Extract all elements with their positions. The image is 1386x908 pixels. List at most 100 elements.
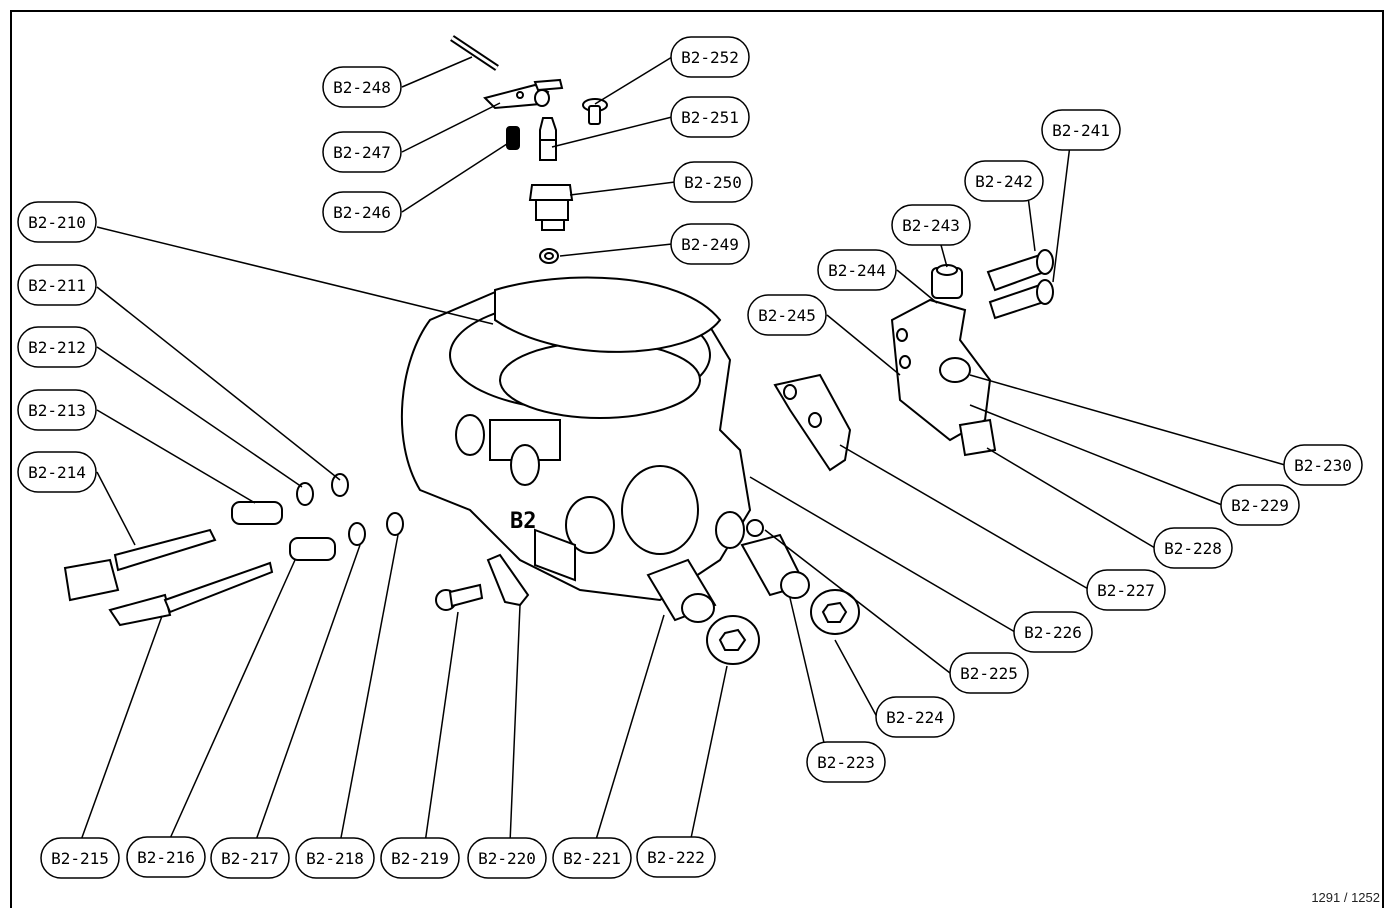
callout-label: B2-226 — [1024, 623, 1082, 642]
part-needle-valve — [539, 117, 557, 161]
callout-bubble — [1086, 569, 1166, 611]
cropped-header — [0, 0, 1386, 11]
callout-bubble — [40, 837, 120, 879]
callout-bubble — [1153, 527, 1233, 569]
callout-bubble — [17, 326, 97, 368]
callout-b2-213: B2-213 — [17, 389, 97, 431]
callout-label: B2-227 — [1097, 581, 1155, 600]
callout-label: B2-245 — [758, 306, 816, 325]
callout-b2-216: B2-216 — [126, 836, 206, 878]
body-marking: B2 — [510, 509, 537, 534]
callout-b2-227: B2-227 — [1086, 569, 1166, 611]
callout-bubble — [1220, 484, 1300, 526]
callout-label: B2-215 — [51, 849, 109, 868]
callout-b2-250: B2-250 — [673, 161, 753, 203]
part-plug-224 — [810, 589, 860, 635]
callout-bubble — [673, 161, 753, 203]
callout-bubble — [380, 837, 460, 879]
part-screw-small — [582, 98, 608, 125]
part-orings — [296, 473, 404, 546]
part-bracket-screw — [931, 264, 963, 299]
callout-bubble — [210, 837, 290, 879]
callout-b2-242: B2-242 — [964, 160, 1044, 202]
callout-b2-247: B2-247 — [322, 131, 402, 173]
callout-label: B2-252 — [681, 48, 739, 67]
callout-bubble — [1013, 611, 1093, 653]
part-gasket — [494, 276, 722, 353]
callout-label: B2-250 — [684, 173, 742, 192]
callout-b2-229: B2-229 — [1220, 484, 1300, 526]
callout-label: B2-216 — [137, 848, 195, 867]
callout-bubble — [875, 696, 955, 738]
callout-label: B2-230 — [1294, 456, 1352, 475]
part-bracket — [890, 298, 997, 457]
callout-b2-226: B2-226 — [1013, 611, 1093, 653]
part-plug-222 — [706, 615, 760, 665]
callout-label: B2-213 — [28, 401, 86, 420]
callout-b2-251: B2-251 — [670, 96, 750, 138]
callout-label: B2-229 — [1231, 496, 1289, 515]
callout-bubble — [670, 96, 750, 138]
callout-b2-225: B2-225 — [949, 652, 1029, 694]
callout-b2-243: B2-243 — [891, 204, 971, 246]
callout-bubble — [806, 741, 886, 783]
callout-bubble — [964, 160, 1044, 202]
callout-label: B2-219 — [391, 849, 449, 868]
page-number: 1291 / 1252 — [1311, 890, 1380, 905]
callout-b2-223: B2-223 — [806, 741, 886, 783]
part-float-lever — [483, 78, 564, 110]
callout-b2-228: B2-228 — [1153, 527, 1233, 569]
drawing-frame — [10, 10, 1384, 908]
callout-label: B2-247 — [333, 143, 391, 162]
callout-label: B2-220 — [478, 849, 536, 868]
callout-b2-249: B2-249 — [670, 223, 750, 265]
callout-label: B2-218 — [306, 849, 364, 868]
callout-label: B2-242 — [975, 172, 1033, 191]
callout-b2-219: B2-219 — [380, 837, 460, 879]
part-tube-221 — [646, 558, 717, 623]
callout-b2-224: B2-224 — [875, 696, 955, 738]
callout-b2-248: B2-248 — [322, 66, 402, 108]
callout-label: B2-214 — [28, 463, 86, 482]
callout-label: B2-241 — [1052, 121, 1110, 140]
callout-label: B2-251 — [681, 108, 739, 127]
part-screw-219 — [435, 583, 484, 611]
callout-label: B2-224 — [886, 708, 944, 727]
part-plate-220 — [486, 553, 530, 607]
callout-label: B2-211 — [28, 276, 86, 295]
callout-bubble — [670, 223, 750, 265]
callout-b2-214: B2-214 — [17, 451, 97, 493]
callout-label: B2-228 — [1164, 539, 1222, 558]
callout-label: B2-249 — [681, 235, 739, 254]
part-small-spring — [506, 126, 520, 150]
callout-label: B2-217 — [221, 849, 279, 868]
part-cap-screws — [986, 249, 1054, 320]
callout-b2-222: B2-222 — [636, 836, 716, 878]
callout-b2-221: B2-221 — [552, 837, 632, 879]
callout-bubble — [322, 66, 402, 108]
callout-b2-215: B2-215 — [40, 837, 120, 879]
callout-bubble — [552, 837, 632, 879]
callout-b2-220: B2-220 — [467, 837, 547, 879]
callout-bubble — [126, 836, 206, 878]
callout-label: B2-243 — [902, 216, 960, 235]
callout-label: B2-222 — [647, 848, 705, 867]
callout-bubble — [817, 249, 897, 291]
callout-bubble — [1041, 109, 1121, 151]
callout-b2-217: B2-217 — [210, 837, 290, 879]
part-mixture-screw-lower — [108, 561, 274, 627]
part-ball-225 — [746, 519, 764, 537]
callout-label: B2-246 — [333, 203, 391, 222]
callout-label: B2-221 — [563, 849, 621, 868]
callout-label: B2-248 — [333, 78, 391, 97]
callout-bubble — [467, 837, 547, 879]
callout-bubble — [17, 451, 97, 493]
callout-bubble — [891, 204, 971, 246]
callout-label: B2-210 — [28, 213, 86, 232]
callout-label: B2-212 — [28, 338, 86, 357]
callout-bubble — [322, 131, 402, 173]
part-springs — [231, 501, 336, 561]
callout-label: B2-225 — [960, 664, 1018, 683]
callout-bubble — [17, 264, 97, 306]
